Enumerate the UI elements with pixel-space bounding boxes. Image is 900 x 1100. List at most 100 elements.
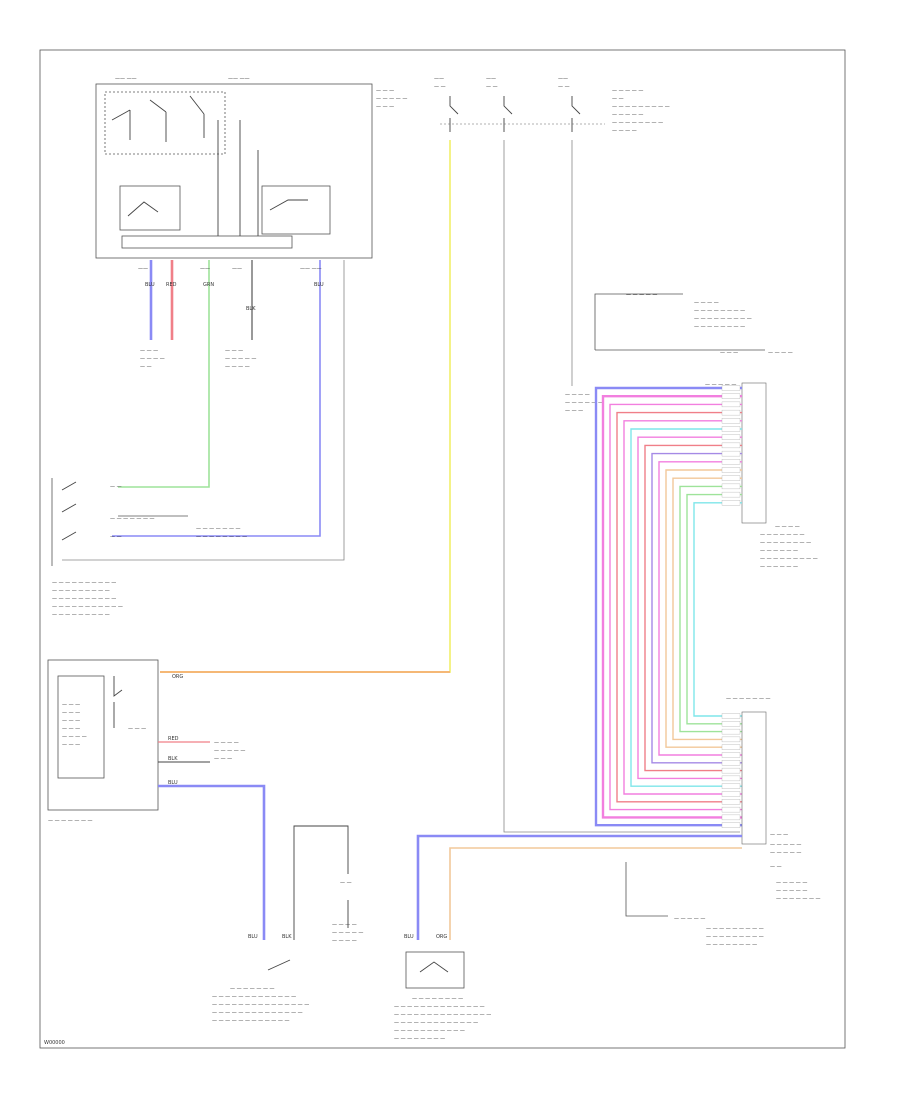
- svg-text:—— ——: —— ——: [300, 266, 322, 272]
- svg-text:——: ——: [486, 76, 496, 82]
- svg-text:— — — — — — — — — —: — — — — — — — — — —: [52, 580, 116, 586]
- bundle-wire: [686, 493, 742, 725]
- svg-text:——: ——: [200, 266, 210, 272]
- svg-text:— — — —: — — — —: [768, 350, 793, 356]
- bundle-pin-label: [721, 475, 741, 481]
- svg-text:——: ——: [138, 266, 148, 272]
- svg-text:— — — —: — — — —: [332, 938, 357, 944]
- svg-text:— — —: — — —: [376, 104, 394, 110]
- svg-text:— — — — — — —: — — — — — — —: [48, 818, 93, 824]
- svg-text:— — —: — — —: [214, 756, 232, 762]
- wire-blue-4: [158, 784, 266, 940]
- bundle-pin-label: [721, 760, 741, 766]
- bundle-pin-label: [721, 426, 741, 432]
- svg-text:— — —: — — —: [128, 726, 146, 732]
- svg-text:— — — —: — — — —: [214, 740, 239, 746]
- sensor1-label-blk: BLK: [282, 934, 292, 940]
- svg-text:— — — — —: — — — — —: [626, 292, 657, 298]
- svg-text:— — —: — — —: [376, 88, 394, 94]
- bundle-pin-label: [721, 393, 741, 399]
- bundle-pin-label: [721, 409, 741, 416]
- bundle-pin-label: [721, 799, 741, 805]
- label-relay-pin2: RED: [166, 282, 177, 288]
- svg-text:— — — — — — —: — — — — — — —: [726, 696, 771, 702]
- combination-meter: — — — — — — — — — — — — — — — — — — — — …: [47, 659, 183, 824]
- bundle-pin-label: [721, 814, 741, 821]
- svg-text:— —: — —: [340, 880, 352, 886]
- svg-text:— — — —: — — — —: [62, 734, 87, 740]
- svg-text:— — — — — — — —: — — — — — — — —: [394, 1036, 445, 1042]
- bundle-pin-label: [721, 442, 741, 449]
- svg-text:— — — — —: — — — — —: [612, 112, 643, 118]
- svg-text:— — — — — — — —: — — — — — — — —: [412, 996, 463, 1002]
- svg-text:— — — — — — — — — — — — —: — — — — — — — — — — — — —: [212, 994, 296, 1000]
- svg-text:— — — — — —: — — — — — —: [565, 400, 603, 406]
- svg-text:— — — — — — —: — — — — — — —: [776, 896, 821, 902]
- svg-text:— — — — — — — — —: — — — — — — — — —: [760, 556, 818, 562]
- bundle-pin-label: [721, 728, 741, 735]
- bottom-sensor-2: BLU ORG — — — — — — — — — — — — — — — — …: [394, 934, 491, 1042]
- bundle-wire: [651, 452, 742, 764]
- svg-text:— — — — — — — — —: — — — — — — — — —: [706, 934, 764, 940]
- bundle-pin-label: [721, 491, 741, 498]
- svg-text:— — —: — — —: [720, 350, 738, 356]
- diagram-code: W00000: [44, 1040, 65, 1046]
- bundle-wire: [665, 469, 742, 748]
- switch-grn-label: — —: [110, 484, 122, 490]
- svg-text:—— ——: —— ——: [228, 76, 250, 82]
- svg-text:— — — —: — — — —: [565, 392, 590, 398]
- svg-text:— — — — — — —: — — — — — — —: [196, 526, 241, 532]
- bundle-pin-label: [721, 822, 741, 828]
- svg-text:— — — — — — — — —: — — — — — — — — —: [612, 104, 670, 110]
- svg-text:— — — —: — — — —: [612, 128, 637, 134]
- svg-text:— — — — — — — — — — —: — — — — — — — — — — —: [394, 1028, 465, 1034]
- bundle-pin-label: [721, 806, 741, 813]
- bundle-pin-label: [721, 767, 741, 774]
- svg-text:— —: — —: [770, 864, 782, 870]
- bundle-wire: [672, 477, 742, 741]
- sensor1-label-blu: BLU: [248, 934, 258, 940]
- svg-text:——: ——: [558, 76, 568, 82]
- svg-text:— — —: — — —: [770, 832, 788, 838]
- svg-text:— — — — — — — — — — — — —: — — — — — — — — — — — — —: [394, 1020, 478, 1026]
- svg-text:— — — — — —: — — — — — —: [760, 564, 798, 570]
- bundle-wire: [637, 436, 742, 780]
- svg-text:— — — — —: — — — — —: [770, 842, 801, 848]
- svg-text:— — — — — — — —: — — — — — — — —: [694, 308, 745, 314]
- bundle-pin-label: [721, 752, 741, 758]
- svg-text:— — — — — — — — —: — — — — — — — — —: [52, 588, 110, 594]
- svg-text:— — — — —: — — — — —: [776, 880, 807, 886]
- label-relay-pin5: BLU: [314, 282, 324, 288]
- bundle-wire: [644, 444, 742, 772]
- label-relay-pin1: BLU: [145, 282, 155, 288]
- bundle-pin-label: [721, 418, 741, 424]
- sensor2-label-org: ORG: [436, 934, 447, 940]
- wire-gray-2: [503, 140, 740, 833]
- ecu-connector-lower: — — — — — — — — — — — — — — — — — — — — …: [726, 524, 818, 870]
- svg-text:——: ——: [232, 266, 242, 272]
- svg-text:— — — —: — — — —: [694, 300, 719, 306]
- signal-wire-bundle: [594, 385, 742, 828]
- bundle-pin-label: [721, 736, 741, 743]
- svg-text:— — — — — — — — — — — —: — — — — — — — — — — — —: [212, 1018, 289, 1024]
- meter-label-org: ORG: [172, 674, 183, 680]
- svg-text:— — —: — — —: [62, 742, 80, 748]
- svg-text:— —: — —: [140, 364, 152, 370]
- sensor2-label-blu: BLU: [404, 934, 414, 940]
- svg-text:— — — — —: — — — — —: [674, 916, 705, 922]
- svg-text:— — —: — — —: [225, 348, 243, 354]
- svg-text:— — — —: — — — —: [225, 364, 250, 370]
- svg-text:— — — — — — — — — —: — — — — — — — — — —: [52, 596, 116, 602]
- bundle-wire: [693, 502, 742, 717]
- bundle-pin-label: [721, 450, 741, 457]
- wire-gray-1: [62, 260, 345, 561]
- svg-text:— — — — —: — — — — —: [612, 88, 643, 94]
- wire-tan-1: [449, 847, 742, 940]
- svg-text:— — — — — — — — — — — — — —: — — — — — — — — — — — — — —: [394, 1004, 485, 1010]
- svg-text:— — — — — — — —: — — — — — — — —: [760, 540, 811, 546]
- svg-text:— — — — —: — — — — —: [776, 888, 807, 894]
- svg-text:— — —: — — —: [62, 726, 80, 732]
- bundle-wire: [594, 386, 742, 827]
- meter-label-blk: BLK: [168, 756, 178, 762]
